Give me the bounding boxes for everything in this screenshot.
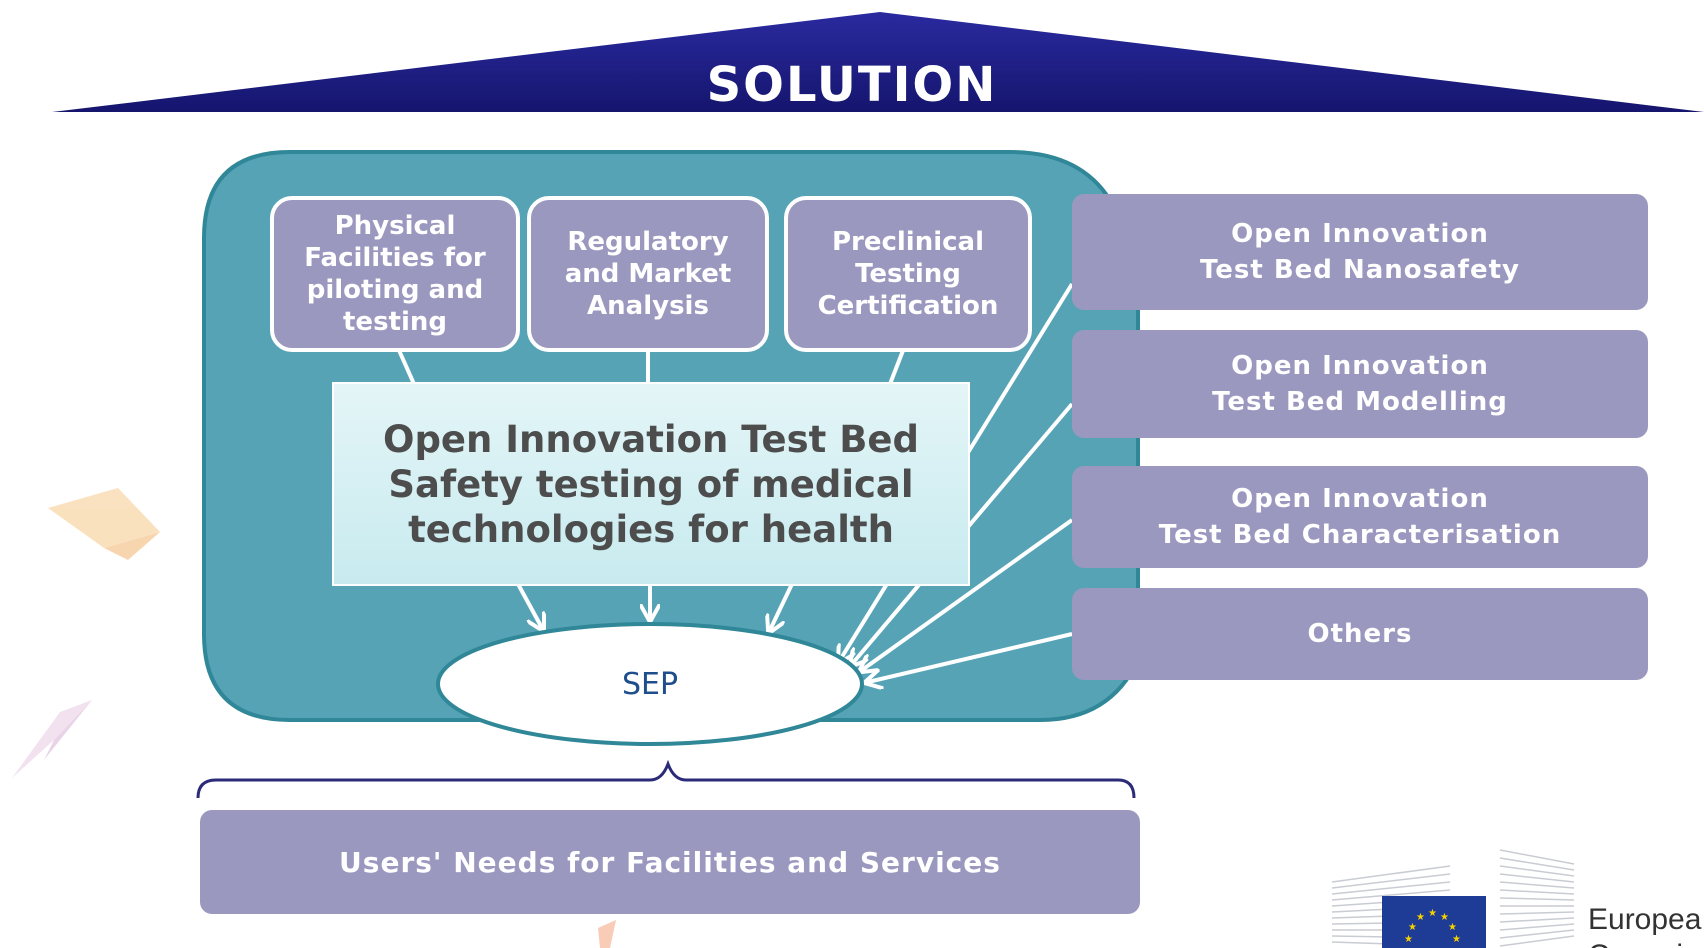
decorative-bird-orange: [598, 920, 616, 948]
decorative-bird-yellow: [48, 488, 160, 560]
eu-flag: [1382, 896, 1486, 948]
brace: [196, 759, 1136, 799]
logo-text-line2: Commi: [1588, 936, 1704, 948]
connector-line-1: [396, 347, 416, 385]
users-needs-label: Users' Needs for Facilities and Services: [339, 845, 1001, 879]
sep-ellipse: [436, 622, 864, 746]
svg-text:★: ★: [1404, 934, 1413, 945]
right-box-nanosafety: Open Innovation Test Bed Nanosafety: [1072, 194, 1648, 310]
svg-text:★: ★: [1452, 934, 1461, 945]
arrow-others-to-sep: [868, 632, 1073, 682]
connector-line-3: [888, 347, 906, 385]
sep-label: SEP: [621, 666, 679, 702]
arrow-center-to-sep-1: [516, 583, 542, 628]
arrow-characterisation-to-sep: [862, 518, 1074, 670]
box-physical-facilities: Physical Facilities for piloting and tes…: [270, 196, 520, 352]
right-box-characterisation-line2: Test Bed Characterisation: [1158, 520, 1562, 550]
svg-text:★: ★: [1428, 908, 1437, 919]
roof-shape: [52, 12, 1704, 112]
svg-text:★: ★: [1408, 922, 1417, 933]
arrow-center-to-sep-3: [770, 583, 794, 630]
box-physical-facilities-label: Physical Facilities for piloting and tes…: [304, 211, 486, 337]
right-box-characterisation: Open Innovation Test Bed Characterisatio…: [1072, 466, 1648, 568]
box-regulatory-market-label: Regulatory and Market Analysis: [564, 227, 732, 321]
box-preclinical-testing: Preclinical Testing Certification: [784, 196, 1032, 352]
right-box-nanosafety-line1: Open Innovation: [1231, 219, 1489, 249]
page-title: SOLUTION: [706, 57, 998, 113]
eu-logo: ★ ★ ★ ★ ★ ★ ★: [1331, 849, 1575, 948]
eu-stars-icon: ★ ★ ★ ★ ★ ★ ★: [1404, 908, 1461, 945]
right-box-others-line1: Others: [1307, 619, 1413, 649]
center-box-label: Open Innovation Test Bed Safety testing …: [382, 417, 919, 551]
svg-text:★: ★: [1440, 912, 1449, 923]
box-regulatory-market: Regulatory and Market Analysis: [527, 196, 769, 352]
right-box-nanosafety-line2: Test Bed Nanosafety: [1199, 255, 1520, 285]
svg-text:★: ★: [1448, 922, 1457, 933]
right-box-modelling: Open Innovation Test Bed Modelling: [1072, 330, 1648, 438]
users-needs-bar: Users' Needs for Facilities and Services: [200, 810, 1140, 914]
center-box-open-innovation: Open Innovation Test Bed Safety testing …: [332, 382, 970, 586]
decorative-bird-pink: [12, 700, 92, 778]
right-box-others: Others: [1072, 588, 1648, 680]
right-box-characterisation-line1: Open Innovation: [1231, 484, 1489, 514]
right-box-modelling-line2: Test Bed Modelling: [1212, 387, 1508, 417]
logo-text-line1: Europea: [1588, 903, 1702, 936]
right-box-modelling-line1: Open Innovation: [1231, 351, 1489, 381]
svg-text:★: ★: [1416, 912, 1425, 923]
box-preclinical-testing-label: Preclinical Testing Certification: [817, 227, 999, 321]
